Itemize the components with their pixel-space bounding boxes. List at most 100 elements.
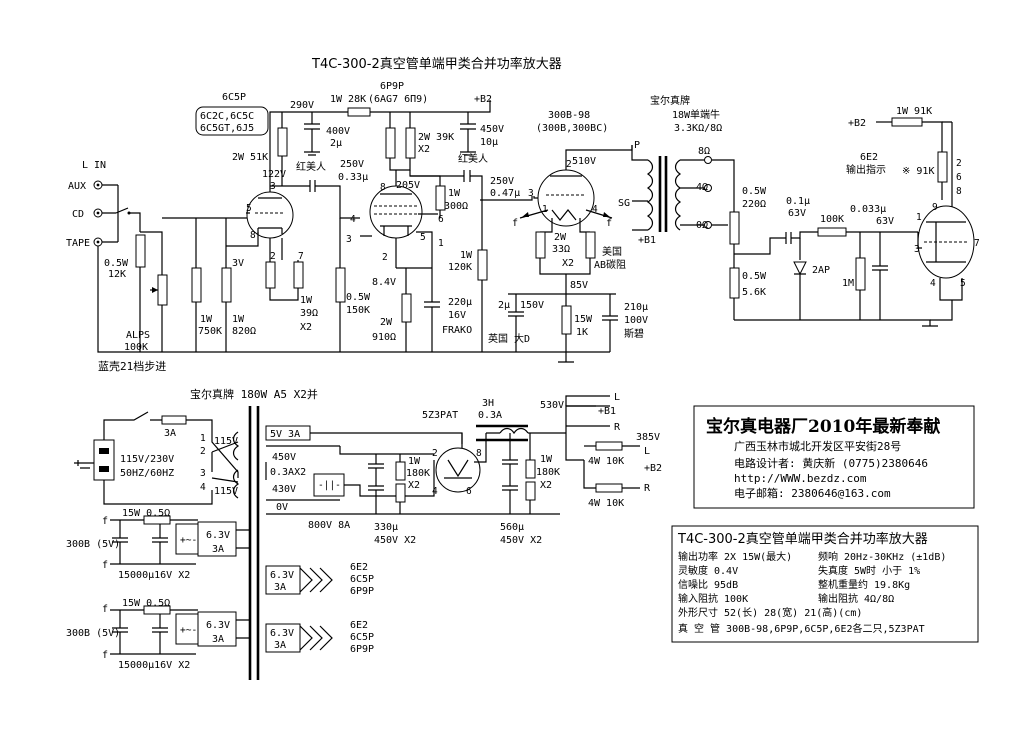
- c-63v-b: 63V: [876, 216, 894, 227]
- r-300-value: 300Ω: [444, 201, 468, 212]
- pri-pin-1: 1: [200, 433, 206, 444]
- primary-p: P: [634, 140, 640, 151]
- r-1k-label: 15W: [574, 314, 593, 325]
- alps-label: ALPS: [126, 330, 150, 341]
- spec-weight: 整机重量约 19.8Kg: [818, 578, 910, 591]
- pot-value: 12K: [108, 269, 126, 280]
- c-560u-v: 450V X2: [500, 535, 542, 546]
- r-b2-b: [595, 483, 623, 493]
- r-b2-a-label: 4W 10K: [588, 456, 624, 467]
- fil2-f-a: f: [102, 604, 108, 615]
- c-100v: 100V: [624, 315, 648, 326]
- r-39k-a: [385, 127, 396, 159]
- r-220: [729, 211, 740, 245]
- pin2-1: 1: [438, 238, 444, 249]
- company-name: 宝尔真电器厂2010年最新奉献: [706, 416, 940, 437]
- spec-thd: 失真度 5W时 小于 1%: [818, 564, 920, 577]
- stage2-6p9p: 6P9P (6AG7 6Π9) +B2 2W 39K X2 450V 10μ 8…: [340, 81, 533, 353]
- r-300-label: 1W: [448, 188, 461, 199]
- ind-label: 输出指示: [846, 163, 886, 176]
- tube-6p9p-equiv: (6AG7 6Π9): [368, 94, 428, 105]
- pri-pin-2: 2: [200, 446, 206, 457]
- v-8-4: 8.4V: [372, 277, 396, 288]
- c-10u: 10μ: [480, 137, 498, 148]
- pin3-1: 1: [542, 204, 548, 215]
- r-150k: [335, 267, 346, 303]
- primary-sg: SG: [618, 198, 630, 209]
- heat1-t1: 6E2: [350, 562, 368, 573]
- stage1-6c5p: 6C5P 6C2C,6C5C 6C5GT,6J5 3 5 8 2 7 290V …: [191, 92, 371, 352]
- pin2-4: 4: [350, 214, 356, 225]
- bleed1-value: 180K: [406, 468, 430, 479]
- rect-pin-4: 4: [432, 486, 438, 497]
- b1-l: L: [614, 392, 620, 403]
- r-b2-a: [595, 441, 623, 451]
- rk-value: 39Ω: [300, 308, 318, 319]
- primary-b1: +B1: [638, 235, 656, 246]
- pin-7: 7: [298, 251, 304, 262]
- r-180k-b: [395, 483, 406, 503]
- equiv-line1: 6C2C,6C5C: [200, 111, 254, 122]
- pin4-7: 7: [974, 238, 980, 249]
- r-33-qty: X2: [562, 258, 574, 269]
- r-180k-a: [395, 461, 406, 481]
- svg-text:+~-: +~-: [180, 535, 197, 546]
- r-180k-d: [525, 481, 536, 501]
- pin4-2: 2: [956, 158, 962, 169]
- bleed2-value: 180K: [536, 467, 560, 478]
- b2-l: L: [644, 446, 650, 457]
- r-51k-label: 2W 51K: [232, 152, 268, 163]
- pin4-1: 1: [916, 212, 922, 223]
- diode-label: 2AP: [812, 265, 830, 276]
- r-100k-label: 100K: [820, 214, 844, 225]
- company-web: http://WWW.bezdz.com: [734, 472, 867, 485]
- r-910: [401, 293, 412, 323]
- r-91k-a-label: 1W 91K: [896, 106, 932, 117]
- filament-f2: f: [606, 218, 612, 229]
- specs-box: T4C-300-2真空管单端甲类合并功率放大器 输出功率 2X 15W(最大) …: [671, 525, 979, 643]
- bleed2-qty: X2: [540, 480, 552, 491]
- spec-sens: 灵敏度 0.4V: [678, 564, 738, 577]
- pin4-5: 5: [960, 278, 966, 289]
- r-820: [221, 267, 232, 303]
- sec-450: 450V: [272, 452, 296, 463]
- r-220-label: 0.5W: [742, 186, 767, 197]
- c-2u-brand: 英国 大D: [488, 332, 530, 345]
- rect-label: 5Z3PAT: [422, 410, 458, 421]
- aux-label: AUX: [68, 181, 86, 192]
- choke-current: 0.3A: [478, 410, 502, 421]
- rect-pin-8: 8: [476, 448, 482, 459]
- pin-5: 5: [246, 203, 252, 214]
- rect-pin-6: 6: [466, 486, 472, 497]
- r-1m: [855, 257, 866, 291]
- r-120k-value: 120K: [448, 262, 472, 273]
- company-box: 宝尔真电器厂2010年最新奉献 广西玉林市城北开发区平安街28号 电路设计者: …: [693, 405, 975, 509]
- r-28k: [347, 107, 371, 117]
- pri-pin-3: 3: [200, 468, 206, 479]
- rg2-value: 820Ω: [232, 326, 256, 337]
- r-39-b: [293, 261, 304, 289]
- cd-label: CD: [72, 209, 84, 220]
- r-910-value: 910Ω: [372, 332, 396, 343]
- v-510: 510V: [572, 156, 596, 167]
- ot-brand: 宝尔真牌: [650, 94, 690, 107]
- fil1-a: 3A: [212, 544, 224, 555]
- tap-8-label: 8Ω: [698, 146, 710, 157]
- pin-2: 2: [270, 251, 276, 262]
- r-1k: [561, 305, 572, 335]
- r-5-6k-value: 5.6K: [742, 287, 766, 298]
- tape-label: TAPE: [66, 238, 90, 249]
- pin3-2: 2: [566, 159, 572, 170]
- heater-2: 6.3V 3A 6E2 6C5P 6P9P: [265, 620, 374, 655]
- c-sprague: 斯碧: [624, 327, 644, 340]
- heat2-t1: 6E2: [350, 620, 368, 631]
- fil1-r: 15W 0.5Ω: [122, 508, 170, 519]
- output-transformer: 宝尔真牌 18W单端牛 3.3KΩ/8Ω 8Ω 4Ω 0Ω: [646, 94, 735, 232]
- heat2-t2: 6C5P: [350, 632, 374, 643]
- bleed1-label: 1W: [408, 456, 421, 467]
- fil1-resistor: [143, 515, 171, 525]
- r-33-a: [535, 231, 546, 259]
- c-0-033u: 0.033μ: [850, 204, 886, 215]
- r-51k: [277, 127, 288, 157]
